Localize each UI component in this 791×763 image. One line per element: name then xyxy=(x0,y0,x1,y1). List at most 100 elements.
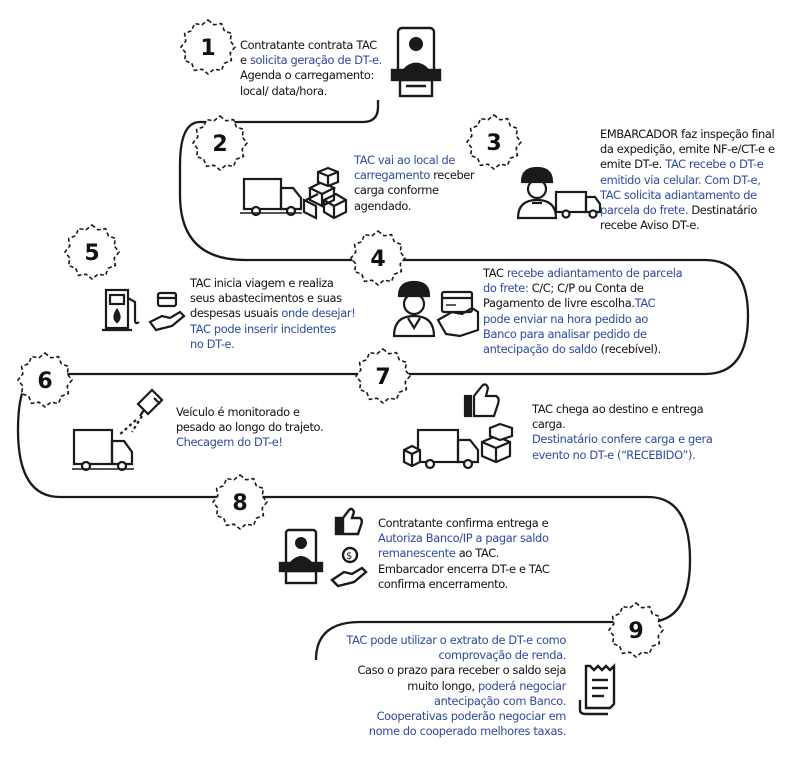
step-5-badge: 5 xyxy=(63,223,121,281)
text-line: Checagem do DT-e! xyxy=(176,435,351,450)
plain-text: (recebível). xyxy=(597,342,662,357)
text-line: comprovação de renda. xyxy=(330,648,566,663)
worker-with-card-icon xyxy=(392,280,480,338)
plain-text: Contratante contrata TAC xyxy=(240,38,377,52)
plain-text: local/ data/hora. xyxy=(240,83,328,98)
step-number: 7 xyxy=(375,365,390,390)
highlighted-text: pode enviar na hora pedido ao xyxy=(483,311,649,326)
plain-text: Agenda o carregamento: xyxy=(240,68,374,83)
plain-text: da expedição, emite NF-e/CT-e e xyxy=(600,142,775,157)
step-9-description: TAC pode utilizar o extrato de DT-e como… xyxy=(330,633,566,739)
text-line: despesas usuais onde desejar! xyxy=(190,306,365,321)
highlighted-text: Checagem do DT-e! xyxy=(176,435,283,450)
flow-path xyxy=(16,100,750,661)
plain-text: Destinatário xyxy=(688,203,757,218)
text-line: local/ data/hora. xyxy=(240,84,400,99)
highlighted-text: emitido via celular. Com DT-e, xyxy=(600,172,761,187)
plain-text: TAC xyxy=(483,266,507,280)
text-line: Destinatário confere carga e gera xyxy=(532,432,732,447)
truck-boxes-thumbs-up-icon xyxy=(402,383,514,470)
highlighted-text: Cooperativas poderão negociar em xyxy=(376,709,567,724)
text-line: carga. xyxy=(532,417,732,432)
text-line: emite DT-e. TAC recebe o DT-e xyxy=(600,157,780,172)
plain-text: EMBARCADOR faz inspeção final xyxy=(600,127,775,141)
plain-text: TAC inicia viagem e realiza xyxy=(190,276,334,290)
plain-text: carga. xyxy=(532,417,566,432)
step-number: 2 xyxy=(212,132,227,157)
plain-text: confirma encerramento. xyxy=(378,576,508,591)
text-line: emitido via celular. Com DT-e, xyxy=(600,173,780,188)
highlighted-text: TAC vai ao local de xyxy=(354,153,456,167)
highlighted-text: poderá negociar xyxy=(478,678,566,693)
step-number: 1 xyxy=(200,36,215,61)
text-line: Banco para analisar pedido de xyxy=(483,327,693,342)
truck-with-boxes-icon xyxy=(240,166,348,220)
highlighted-text: comprovação de renda. xyxy=(438,648,566,663)
step-number: 9 xyxy=(628,619,643,644)
text-line: recebe Aviso DT-e. xyxy=(600,218,780,233)
receipt-document-icon xyxy=(578,663,616,716)
text-line: evento no DT-e (“RECEBIDO”). xyxy=(532,448,732,463)
badge-outline xyxy=(63,223,121,281)
step-7-badge: 7 xyxy=(354,347,412,405)
text-line: TAC pode inserir incidentes xyxy=(190,322,365,337)
badge-outline xyxy=(211,473,269,531)
plain-text: Veículo é monitorado e xyxy=(176,405,300,419)
text-line: parcela do frete. Destinatário xyxy=(600,203,780,218)
text-line: Agenda o carregamento: xyxy=(240,68,400,83)
text-line: carregamento receber xyxy=(354,168,494,183)
plain-text: carga conforme xyxy=(354,183,439,198)
text-line: e solicita geração de DT-e. xyxy=(240,53,400,68)
step-2-badge: 2 xyxy=(191,114,249,172)
step-number: 6 xyxy=(37,369,52,394)
text-line: pesado ao longo do trajeto. xyxy=(176,420,351,435)
text-line: TAC inicia viagem e realiza xyxy=(190,276,365,291)
text-line: remanescente ao TAC. xyxy=(378,546,578,561)
plain-text: muito longo, xyxy=(407,678,478,693)
text-line: do frete: C/C; C/P ou Conta de xyxy=(483,281,693,296)
highlighted-text: TAC pode utilizar o extrato de DT-e como xyxy=(346,633,566,647)
text-line: Cooperativas poderão negociar em xyxy=(330,709,567,724)
badge-outline xyxy=(607,601,665,659)
text-line: da expedição, emite NF-e/CT-e e xyxy=(600,142,780,157)
highlighted-text: Banco para analisar pedido de xyxy=(483,326,647,341)
text-line: nome do cooperado melhores taxas. xyxy=(330,724,567,739)
plain-text: Caso o prazo para receber o saldo seja xyxy=(357,663,566,678)
text-line: Embarcador encerra DT-e e TAC xyxy=(378,562,578,577)
highlighted-text: do frete: xyxy=(483,281,529,296)
highlighted-text: nome do cooperado melhores taxas. xyxy=(368,724,567,739)
plain-text: TAC chega ao destino e entrega xyxy=(532,402,704,416)
step-4-badge: 4 xyxy=(349,229,407,287)
highlighted-text: evento no DT-e (“RECEBIDO”). xyxy=(532,447,696,462)
plain-text: recebe Aviso DT-e. xyxy=(600,218,700,233)
fuel-pump-payment-icon xyxy=(102,288,186,332)
plain-text: Pagamento de livre escolha. xyxy=(483,296,635,311)
person-at-desk-icon xyxy=(390,26,442,98)
badge-outline xyxy=(179,18,237,76)
plain-text: Embarcador encerra DT-e e TAC xyxy=(378,561,550,576)
contractor-payment-approval-icon: $ xyxy=(278,507,368,588)
step-number: 8 xyxy=(232,491,247,516)
highlighted-text: TAC recebe o DT-e xyxy=(665,157,764,172)
step-6-badge: 6 xyxy=(16,351,74,409)
text-line: antecipação do saldo (recebível). xyxy=(483,342,693,357)
highlighted-text: Autoriza Banco/IP a pagar saldo xyxy=(378,531,549,546)
plain-text: ao TAC. xyxy=(455,546,500,561)
highlighted-text: antecipação do saldo xyxy=(483,342,598,357)
text-line: agendado. xyxy=(354,199,494,214)
step-9-badge: 9 xyxy=(607,601,665,659)
text-line: TAC chega ao destino e entrega xyxy=(532,402,732,417)
highlighted-text: remanescente xyxy=(378,546,456,561)
step-number: 3 xyxy=(486,131,501,156)
highlighted-text: TAC solicita adiantamento de xyxy=(600,187,757,202)
plain-text: C/C; C/P ou Conta de xyxy=(528,281,644,296)
text-line: seus abastecimentos e suas xyxy=(190,291,365,306)
highlighted-text: carregamento xyxy=(354,168,430,183)
badge-outline xyxy=(16,351,74,409)
plain-text: despesas usuais xyxy=(190,306,282,321)
